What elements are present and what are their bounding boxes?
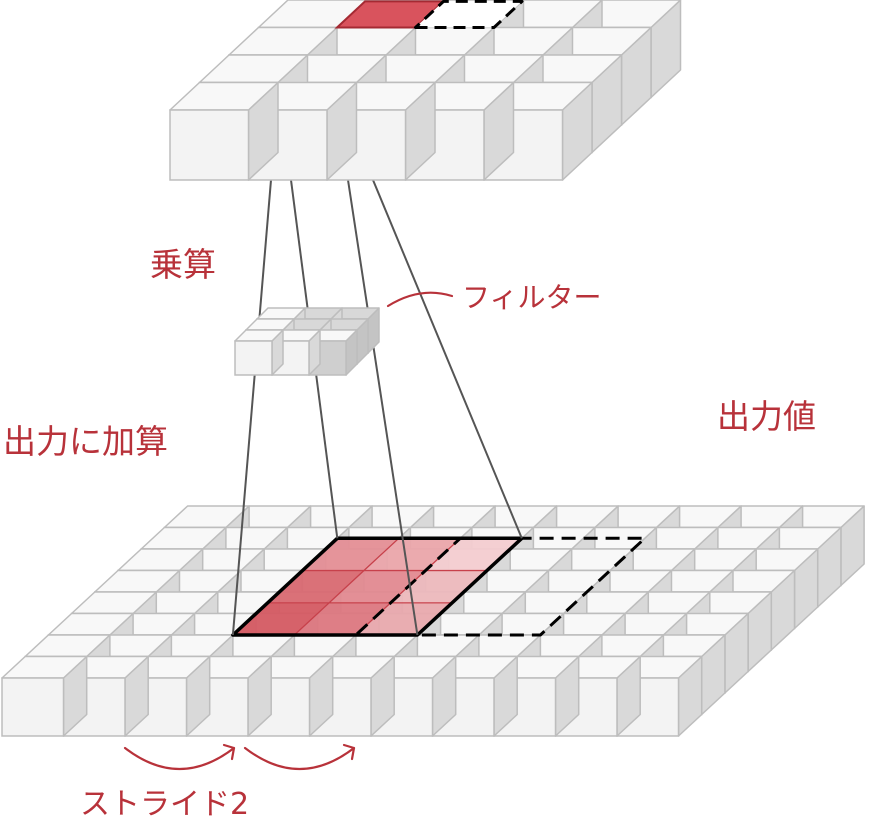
output-cube [124, 655, 211, 737]
multiply-label: 乗算 [150, 245, 216, 284]
output-receptive-overlay [231, 536, 647, 637]
output-cube-face [1, 677, 65, 737]
connector-lines [231, 179, 523, 636]
connector-line [372, 179, 523, 539]
stride-arrow-2 [243, 746, 356, 771]
annotations [123, 291, 454, 771]
input-next-cell-outline [414, 0, 524, 29]
input-cube-face [169, 109, 250, 181]
connector-line [231, 179, 272, 636]
input-cube [169, 81, 279, 181]
stride-label: ストライド2 [80, 787, 250, 822]
output-value-label: 出力値 [717, 397, 816, 436]
filter-cube-face [234, 340, 273, 376]
add-to-output-label: 出力に加算 [3, 422, 168, 461]
filter-leader-line [386, 291, 454, 308]
connector-line [347, 179, 419, 636]
filter-label: フィルター [462, 281, 602, 314]
filter-cube [234, 329, 284, 376]
input-highlight-overlay [334, 0, 524, 29]
stride-arrow-2-head [342, 743, 356, 761]
stride-arrow-1-head [222, 743, 236, 761]
next-stride-outline [354, 536, 647, 637]
stride-arrow-1 [123, 746, 236, 771]
output-cube [1, 655, 88, 737]
filter-layer [234, 307, 380, 376]
